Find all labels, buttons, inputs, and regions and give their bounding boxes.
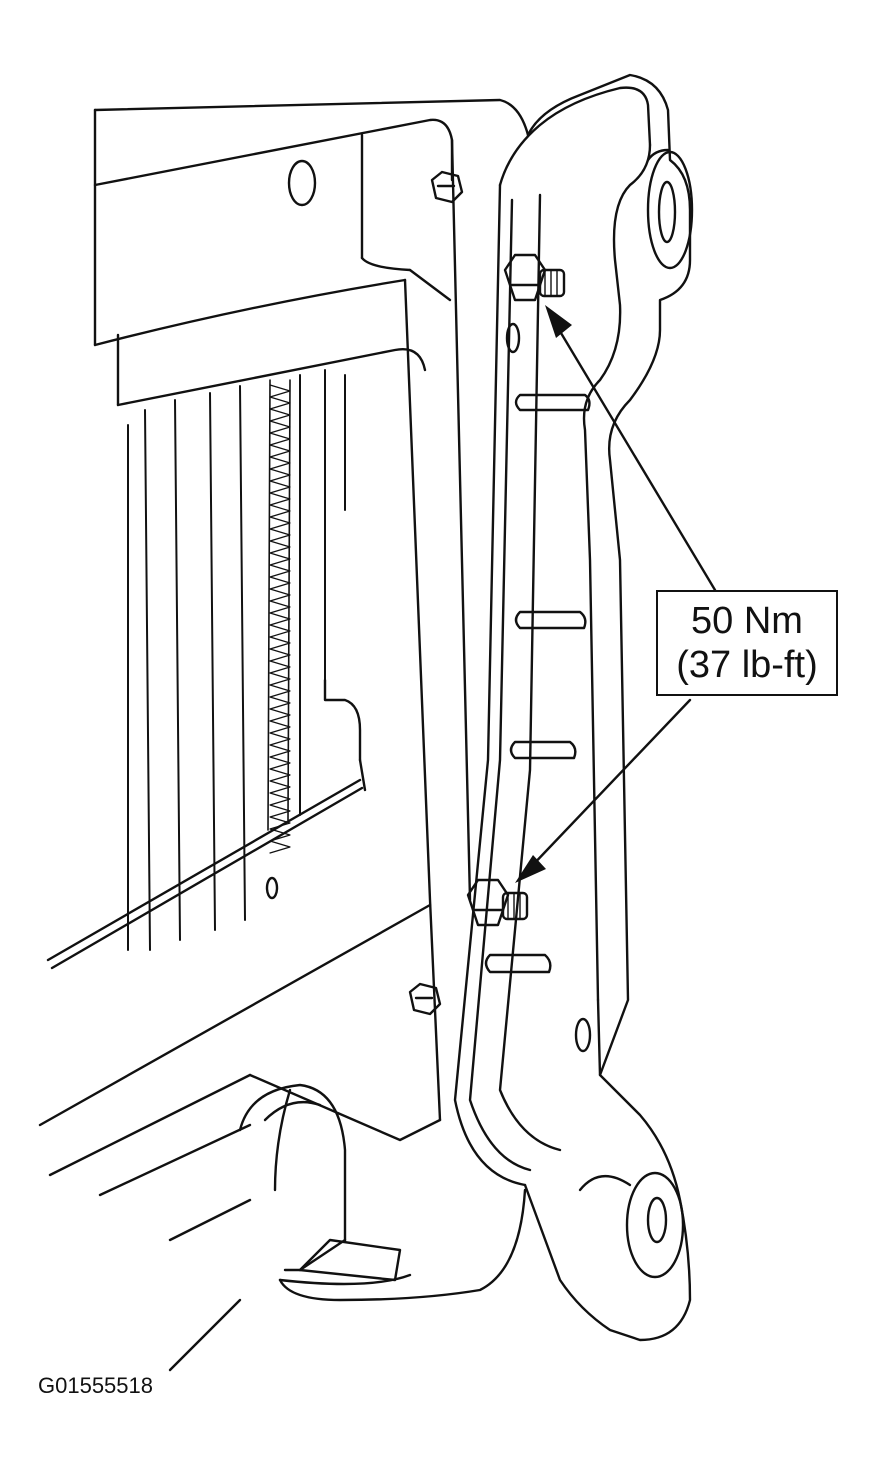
- bracket-outline: [523, 73, 692, 1342]
- frame-hole-upper: [287, 159, 317, 207]
- frame-bolt-lower: [408, 982, 442, 1016]
- arrowhead-upper: [545, 305, 572, 338]
- lower-diagonal-1: [46, 778, 362, 962]
- leader-line-lower: [526, 698, 692, 872]
- bracket-rungs: [484, 393, 591, 974]
- torque-nm-label: 50 Nm: [691, 600, 803, 642]
- cooler-core: [127, 369, 346, 951]
- fin-strip: [267, 379, 291, 831]
- lower-diagonal-2: [38, 903, 432, 1127]
- figure-id: G01555518: [38, 1373, 153, 1398]
- upper-frame-panel: [93, 98, 530, 137]
- lower-foot: [238, 1083, 347, 1242]
- bracket-top-boss: [646, 150, 694, 270]
- frame-hole-small: [265, 876, 279, 900]
- bracket-bottom-boss: [625, 1171, 685, 1279]
- torque-callout: 50 Nm (37 lb-ft): [656, 590, 838, 696]
- torque-lbft-label: (37 lb-ft): [676, 644, 818, 686]
- arrowhead-lower: [515, 855, 546, 883]
- leader-line-upper: [550, 316, 717, 592]
- upper-mount-bolt: [503, 253, 566, 302]
- fin-zigzag: [269, 384, 291, 854]
- frame-bolt-upper: [430, 170, 464, 204]
- lower-mount-bolt: [466, 878, 529, 927]
